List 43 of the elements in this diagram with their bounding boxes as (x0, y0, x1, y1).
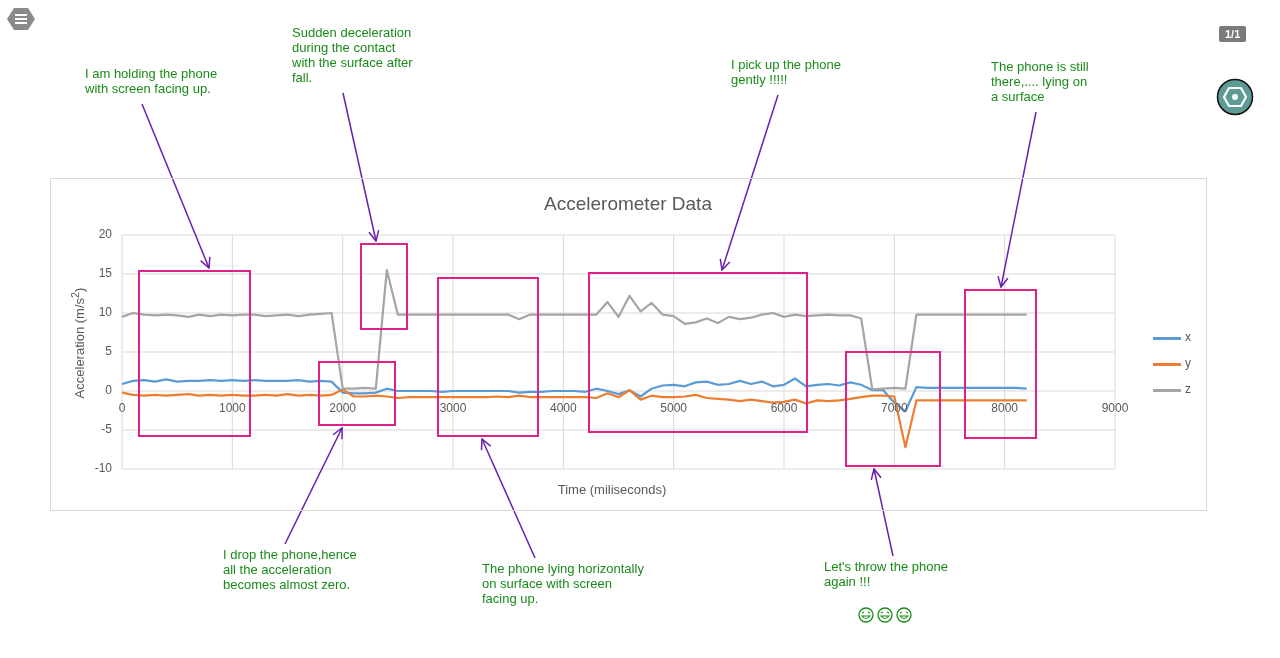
tick-label: 0 (117, 401, 127, 415)
tick-label: 6000 (769, 401, 799, 415)
arrow (870, 468, 894, 557)
highlight-box (360, 243, 408, 330)
tick-label: 8000 (990, 401, 1019, 415)
annotation-text: I am holding the phone with screen facing up. (85, 66, 235, 96)
highlight-box (964, 289, 1037, 439)
page-counter: 1/1 (1219, 26, 1247, 42)
chart-title: Accelerometer Data (543, 193, 713, 215)
annotation-text: The phone is still there,.... lying on a surface (991, 59, 1091, 104)
arrow (997, 111, 1037, 288)
tick-label: 2000 (328, 401, 357, 415)
arrow (284, 427, 343, 545)
annotation-text: The phone lying horizontally on surface with screen facing up. (482, 561, 647, 606)
tick-label: 1000 (217, 401, 247, 415)
arrow (141, 103, 211, 269)
highlight-box (437, 277, 539, 437)
annotation-text: Sudden deceleration during the contact with the surface after fall. (292, 25, 414, 85)
highlight-box (318, 361, 396, 426)
tick-label: 15 (98, 266, 112, 280)
arrow (342, 92, 380, 242)
legend-label: z (1185, 382, 1191, 396)
tick-label: 10 (98, 305, 112, 319)
annotation-text: I drop the phone,hence all the acceleration becomes almost zero. (223, 547, 365, 592)
tick-label: 5 (105, 344, 112, 358)
highlight-box (588, 272, 808, 433)
tick-label: 9000 (1100, 401, 1130, 415)
arrow (719, 94, 779, 271)
tick-label: -10 (94, 461, 112, 475)
axis-title: Time (miliseconds) (556, 482, 668, 497)
tick-label: 3000 (438, 401, 468, 415)
tick-label: -5 (101, 422, 112, 436)
legend-label: x (1185, 330, 1191, 344)
annotation-text: Let's throw the phone again !!! (824, 559, 956, 589)
legend-label: y (1185, 356, 1191, 370)
tick-label: 5000 (659, 401, 688, 415)
highlight-box (138, 270, 251, 437)
annotation-text: I pick up the phone gently !!!!! (731, 57, 846, 87)
tick-label: 20 (98, 227, 112, 241)
tick-label: 4000 (548, 401, 578, 415)
highlight-box (845, 351, 941, 467)
arrow (480, 438, 536, 559)
tick-label: 0 (105, 383, 112, 397)
